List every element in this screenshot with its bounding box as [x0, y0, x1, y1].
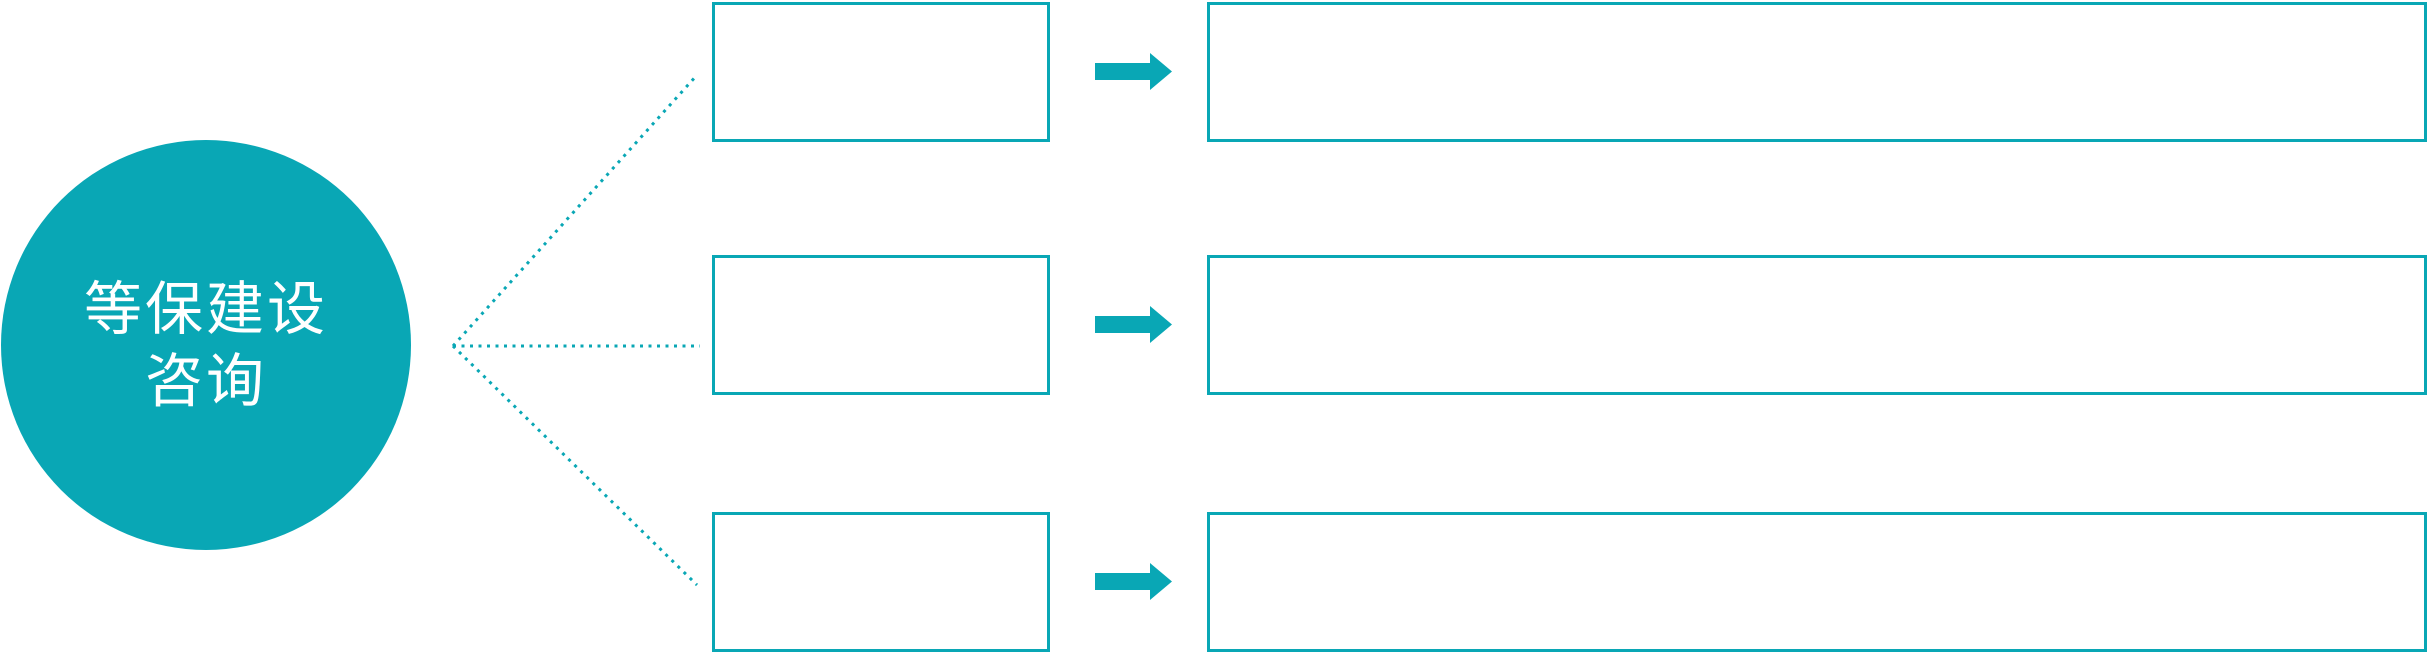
- category-box-3: [712, 512, 1050, 652]
- arrow-right-icon: [1095, 563, 1172, 600]
- category-box-2: [712, 255, 1050, 395]
- diagram-row-1: [0, 2, 2434, 142]
- topic-label-line2: 咨询: [144, 347, 267, 415]
- detail-panel-3: [1207, 512, 2427, 652]
- arrow-right-shape: [1095, 53, 1172, 90]
- arrow-right-shape: [1095, 563, 1172, 600]
- detail-panel-1: [1207, 2, 2427, 142]
- arrow-right-icon: [1095, 306, 1172, 343]
- diagram-row-2: [0, 255, 2434, 395]
- detail-panel-2: [1207, 255, 2427, 395]
- category-box-1: [712, 2, 1050, 142]
- topic-label-line1: 等保建设: [83, 275, 328, 343]
- arrow-right-shape: [1095, 306, 1172, 343]
- diagram-row-3: [0, 512, 2434, 652]
- arrow-right-icon: [1095, 53, 1172, 90]
- topic-circle: 等保建设 咨询: [1, 140, 411, 550]
